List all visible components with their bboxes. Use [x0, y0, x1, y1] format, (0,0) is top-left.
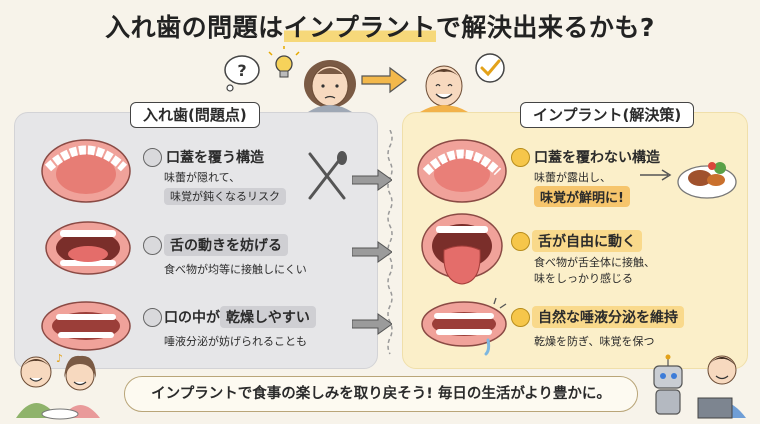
implant-tongue-illustration: [421, 213, 503, 285]
implant-row1-line1: 味蕾が露出し、: [534, 171, 611, 184]
denture-panel-label: 入れ歯(問題点): [130, 102, 260, 128]
denture-row2-heading: 舌の動きを妨げる: [164, 234, 288, 256]
sad-face-icon: [143, 236, 162, 255]
right-arrow-icon: [352, 313, 392, 335]
title-after: で解決出来るかも?: [435, 13, 655, 42]
happy-face-icon: [511, 232, 530, 251]
denture-row1-line1: 味蕾が隠れて、: [164, 171, 241, 184]
title-highlight: インプラント: [283, 13, 436, 42]
denture-row3-heading-a: 口の中が: [164, 310, 220, 326]
right-arrow-icon: [361, 66, 407, 94]
panel-divider: [387, 130, 393, 355]
svg-text:♪: ♪: [56, 352, 63, 365]
implant-row3-line1: 乾燥を防ぎ、味覚を保つ: [534, 335, 655, 348]
implant-row1-line2: 味覚が鮮明に!: [534, 186, 630, 207]
denture-row3-heading-b: 乾燥しやすい: [220, 306, 316, 328]
implant-panel-label: インプラント(解決策): [520, 102, 695, 128]
robot-and-man-illustration: [653, 354, 746, 419]
denture-dry-mouth-illustration: [41, 301, 131, 351]
implant-row2-line2: 味をしっかり感じる: [534, 272, 633, 285]
happy-face-icon: [511, 148, 530, 167]
robot-icon: [653, 354, 683, 415]
happy-face-icon: [511, 308, 530, 327]
title-before: 入れ歯の問題は: [105, 13, 284, 42]
lightbulb-icon: [268, 46, 300, 78]
worried-woman-icon: [304, 60, 356, 112]
denture-row1-heading: 口蓋を覆う構造: [166, 150, 264, 166]
implant-row2-heading: 舌が自由に動く: [532, 230, 642, 252]
denture-tongue-illustration: [45, 221, 131, 275]
right-arrow-icon: [352, 169, 392, 191]
sad-face-icon: [143, 148, 162, 167]
denture-upper-jaw-illustration: [41, 139, 131, 203]
question-bubble-icon: ?: [224, 55, 260, 92]
denture-row3-line1: 唾液分泌が妨げられることも: [164, 335, 307, 348]
implant-saliva-illustration: [421, 297, 507, 356]
denture-row1-line2: 味覚が鈍くなるリスク: [164, 188, 286, 205]
denture-row2-line1: 食べ物が均等に接触しにくい: [164, 263, 307, 276]
header-illustration: ?: [224, 46, 505, 112]
food-plate-icon: [677, 162, 737, 199]
right-arrow-icon: [640, 169, 672, 181]
implant-upper-jaw-illustration: [417, 139, 507, 203]
svg-text:?: ?: [237, 61, 246, 80]
checkmark-bubble-icon: [475, 53, 505, 83]
sad-face-icon: [143, 308, 162, 327]
couple-eating-illustration: ♪: [16, 352, 100, 420]
happy-man-icon: [420, 65, 468, 112]
fork-spoon-icon: [308, 151, 347, 200]
page-title: 入れ歯の問題はインプラントで解決出来るかも?: [0, 8, 760, 44]
laptop-icon: [697, 397, 733, 419]
bottom-banner: インプラントで食事の楽しみを取り戻そう! 毎日の生活がより豊かに。: [124, 376, 638, 412]
implant-row3-heading: 自然な唾液分泌を維持: [532, 306, 684, 328]
implant-row1-heading: 口蓋を覆わない構造: [534, 150, 660, 166]
right-arrow-icon: [352, 241, 392, 263]
implant-row2-line1: 食べ物が舌全体に接触、: [534, 256, 655, 269]
